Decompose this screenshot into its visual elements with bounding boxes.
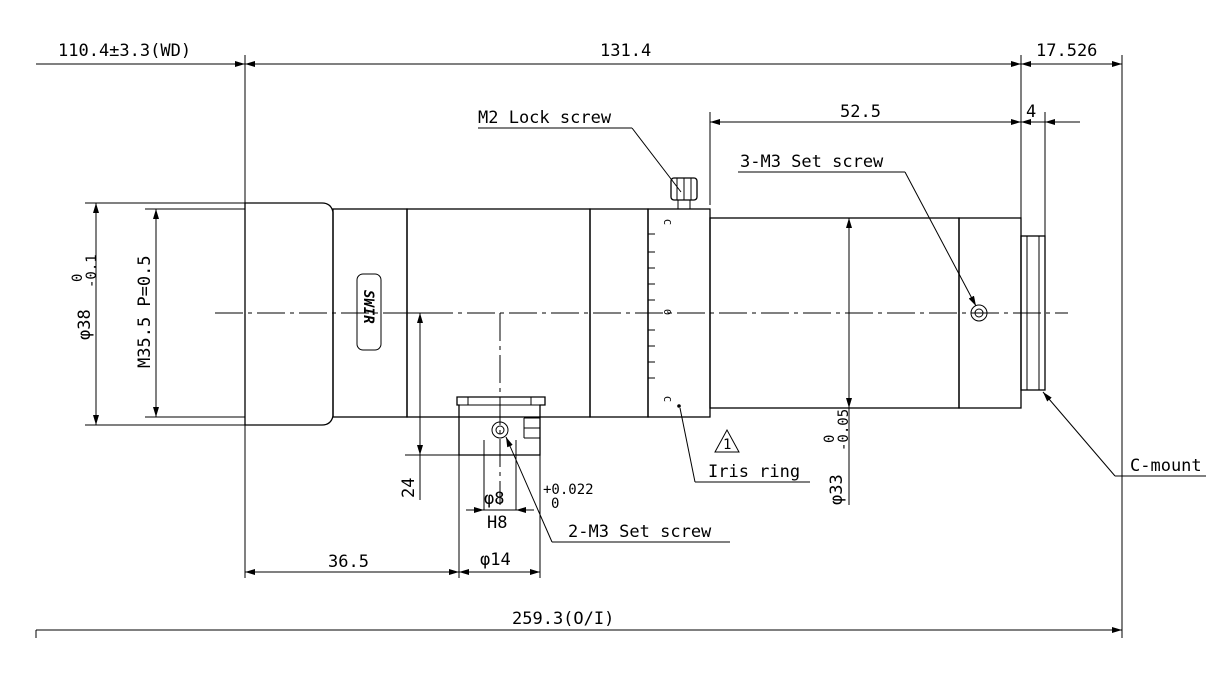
svg-text:-0.05: -0.05: [836, 409, 852, 451]
clamp-width-dim: φ14: [480, 550, 511, 570]
flange-back-dim: 17.526: [1036, 41, 1097, 61]
svg-text:0: 0: [70, 274, 86, 282]
ring-mark-bottom: C: [661, 396, 672, 402]
lock-screw-knob: [670, 177, 698, 210]
pin-tol-lower-dim: 0: [551, 496, 559, 512]
dimension-lines: [35, 55, 1123, 638]
pin-diameter-dim: φ8: [484, 489, 504, 509]
mount-depth-dim: 4: [1026, 102, 1036, 122]
clamp-block: [456, 396, 546, 456]
front-diameter-dim: φ38 0 -0.1: [70, 254, 100, 340]
clamp-height-dim: 24: [399, 478, 419, 498]
ring-mark-center: 0: [661, 309, 672, 315]
svg-text:0: 0: [822, 435, 838, 443]
iris-note-number: 1: [723, 437, 731, 453]
rear-length-dim: 52.5: [840, 102, 881, 122]
c-mount-label: C-mount: [1130, 456, 1202, 476]
set-screw-3-label: 3-M3 Set screw: [740, 152, 884, 172]
total-length-dim: 259.3(O/I): [512, 609, 614, 629]
iris-ring-scale: C 0 C: [648, 219, 681, 408]
svg-text:φ38: φ38: [75, 309, 95, 340]
iris-note-triangle: 1: [714, 428, 740, 453]
rear-diameter-dim: φ33 0 -0.05: [822, 409, 852, 505]
leader-lines: [478, 127, 1206, 543]
working-distance-dim: 110.4±3.3(WD): [58, 41, 191, 61]
svg-text:φ33: φ33: [827, 474, 847, 505]
brand-label: SWIR: [360, 290, 376, 324]
svg-text:-0.1: -0.1: [84, 254, 100, 288]
lock-screw-label: M2 Lock screw: [478, 108, 612, 128]
pin-fit-dim: H8: [487, 513, 507, 533]
pin-tol-upper-dim: +0.022: [543, 482, 594, 498]
filter-thread-dim: M35.5 P=0.5: [135, 255, 155, 368]
ring-mark-top: C: [661, 219, 672, 225]
iris-ring-label: Iris ring: [708, 462, 800, 482]
swir-brand-badge: SWIR: [356, 273, 382, 351]
clamp-offset-dim: 36.5: [328, 552, 369, 572]
set-screw-hole: [970, 304, 988, 322]
set-screw-2-label: 2-M3 Set screw: [568, 522, 712, 542]
body-length-dim: 131.4: [600, 41, 651, 61]
